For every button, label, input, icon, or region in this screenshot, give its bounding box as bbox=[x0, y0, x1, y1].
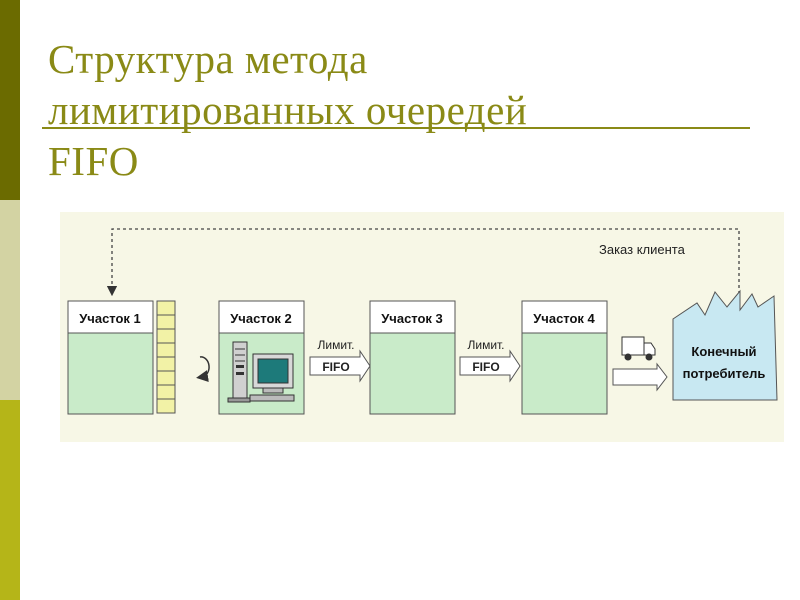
left-accent-bar bbox=[0, 0, 20, 600]
section-2-header bbox=[218, 300, 305, 334]
section-1-header bbox=[67, 300, 154, 334]
title-underline bbox=[42, 127, 750, 129]
section-3-header bbox=[369, 300, 456, 334]
accent-segment-medium bbox=[0, 400, 20, 600]
truck-icon bbox=[621, 336, 656, 361]
section-1: Участок 1 bbox=[67, 300, 154, 415]
limit-label-2: Лимит. bbox=[467, 338, 504, 352]
computer-icon bbox=[227, 341, 295, 403]
fifo-label-1: FIFO bbox=[322, 360, 349, 374]
section-3: Участок 3 bbox=[369, 300, 456, 415]
section-4-header bbox=[521, 300, 608, 334]
consumer-label-line-2: потребитель bbox=[683, 366, 766, 381]
title-line-2: лимитированных очередей bbox=[48, 87, 528, 133]
accent-segment-dark bbox=[0, 0, 20, 200]
slide-title: Структура метода лимитированных очередей… bbox=[48, 34, 527, 187]
fifo-diagram-svg: Заказ клиента Участок 1 Участок 2 bbox=[67, 228, 778, 415]
cycle-arrow-icon bbox=[196, 356, 210, 382]
section-4-label: Участок 4 bbox=[533, 311, 595, 326]
fifo-label-2: FIFO bbox=[472, 360, 499, 374]
limit-label-1: Лимит. bbox=[317, 338, 354, 352]
title-line-3: FIFO bbox=[48, 138, 139, 184]
limit-fifo-arrow-2: Лимит. FIFO bbox=[459, 338, 521, 383]
section-4: Участок 4 bbox=[521, 300, 608, 415]
consumer-label-line-1: Конечный bbox=[691, 344, 756, 359]
title-line-1: Структура метода bbox=[48, 36, 368, 82]
limit-fifo-arrow-1: Лимит. FIFO bbox=[309, 338, 371, 383]
buffer-stack bbox=[156, 300, 176, 414]
accent-segment-light bbox=[0, 200, 20, 400]
customer-order-feedback-line bbox=[106, 228, 740, 297]
section-3-label: Участок 3 bbox=[381, 311, 443, 326]
delivery-arrow bbox=[612, 362, 668, 392]
fifo-diagram: Заказ клиента Участок 1 Участок 2 bbox=[60, 212, 784, 442]
customer-order-label: Заказ клиента bbox=[599, 242, 686, 257]
section-2-label: Участок 2 bbox=[230, 311, 292, 326]
consumer-factory: Конечный потребитель bbox=[672, 289, 778, 401]
section-1-label: Участок 1 bbox=[79, 311, 141, 326]
